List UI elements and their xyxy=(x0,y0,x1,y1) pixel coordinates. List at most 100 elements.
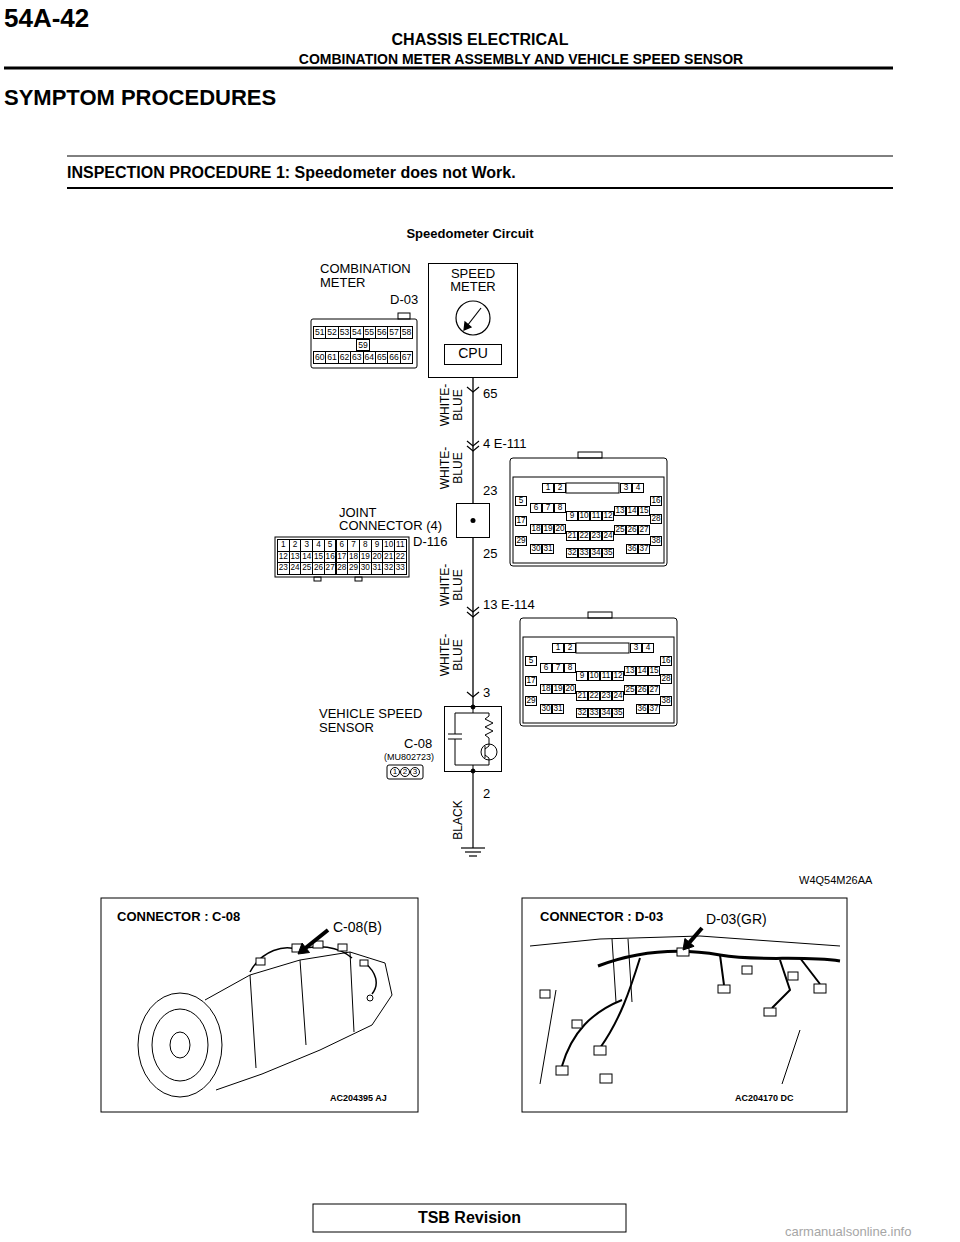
pin-cell: 23 xyxy=(600,691,612,702)
speed-sensor-symbol xyxy=(448,734,462,735)
pin-cell: 9 xyxy=(566,511,578,522)
pin-cell: 57 xyxy=(387,326,400,339)
page-rule xyxy=(4,68,893,188)
pin-cell: 36 xyxy=(636,704,648,715)
connector-outline xyxy=(311,319,417,368)
ground-symbol xyxy=(465,851,481,852)
section-title: CHASSIS ELECTRICAL xyxy=(330,31,630,49)
pin-cell: 35 xyxy=(612,708,624,719)
pin-cell: 20 xyxy=(554,524,566,535)
transmission-illustration xyxy=(250,947,376,994)
transmission-illustration xyxy=(360,960,368,966)
pin-cell: 8 xyxy=(554,503,566,514)
speed-sensor-symbol xyxy=(455,713,456,734)
pin-cell: 14 xyxy=(636,666,648,677)
connector-id: C-08 xyxy=(404,737,432,751)
pointer-arrow xyxy=(683,939,694,951)
photo-frame xyxy=(522,898,847,1112)
pin-number: 3 xyxy=(483,685,490,700)
pin-cell: 27 xyxy=(638,525,650,536)
watermark: carmanualsonline.info xyxy=(785,1224,911,1239)
pin-number: 65 xyxy=(483,386,497,401)
pin-cell: 2 xyxy=(554,483,566,494)
pin-cell: 28 xyxy=(650,514,662,525)
pin-cell: 6 xyxy=(540,663,552,674)
figure-code: AC204395 AJ xyxy=(330,1093,387,1103)
dashboard-illustration xyxy=(814,984,826,993)
pin-cell: 33 xyxy=(578,548,590,559)
dashboard-illustration xyxy=(600,1074,612,1083)
pin-number: 25 xyxy=(483,546,497,561)
pin-cell: 32 xyxy=(566,548,578,559)
pin-cell: 12 xyxy=(602,511,614,522)
pin-cell: 26 xyxy=(636,685,648,696)
pin-cell: 24 xyxy=(602,531,614,542)
connector-outline xyxy=(275,537,409,577)
pin-cell: 31 xyxy=(552,704,564,715)
transmission-illustration xyxy=(138,993,222,1097)
speed-sensor-symbol xyxy=(473,707,474,713)
connector-outline xyxy=(275,313,677,779)
pin-cell: 58 xyxy=(400,326,413,339)
pin-cell: 5 xyxy=(525,656,537,667)
pin-cell: 25 xyxy=(614,525,626,536)
pin-cell: 66 xyxy=(387,351,400,364)
ground-symbol xyxy=(461,847,485,848)
figure-code: W4Q54M26AA xyxy=(799,874,872,887)
pin-cell: 29 xyxy=(525,696,537,707)
heading: SYMPTOM PROCEDURES xyxy=(4,85,276,110)
pin-cell: 19 xyxy=(542,524,554,535)
pin-cell: 12 xyxy=(612,671,624,682)
pin-cell: 18 xyxy=(540,684,552,695)
joint-dot xyxy=(471,518,476,523)
meter-box: SPEED METER CPU xyxy=(428,263,518,378)
transmission-illustration xyxy=(256,958,265,965)
pin-cell: 32 xyxy=(576,708,588,719)
figure-code: AC204170 DC xyxy=(735,1093,794,1103)
pointer-arrow xyxy=(690,928,703,942)
pin-cell: 14 xyxy=(626,506,638,517)
pin-cell: 29 xyxy=(515,536,527,547)
pin-cell: 17 xyxy=(515,516,527,527)
pin-cell: 22 xyxy=(578,531,590,542)
pin-cell: 3 xyxy=(630,643,642,654)
part-number: (MU802723) xyxy=(384,752,434,762)
procedure-title: INSPECTION PROCEDURE 1: Speedometer does… xyxy=(67,164,516,182)
gauge-symbol xyxy=(456,301,490,335)
connector-outline xyxy=(588,612,612,618)
pin-cell: 13 xyxy=(614,506,626,517)
pin-cell: 38 xyxy=(660,696,672,707)
dashboard-illustration xyxy=(540,990,550,998)
connector-outline xyxy=(355,577,362,581)
component-name: CPU xyxy=(445,345,501,361)
pin-cell: 38 xyxy=(650,536,662,547)
pin-cell: 1 xyxy=(542,483,554,494)
panel-title: CONNECTOR : C-08 xyxy=(117,909,240,924)
pin-cell: 10 xyxy=(588,671,600,682)
component-name: SPEED METER xyxy=(434,267,512,293)
speed-sensor-symbol xyxy=(455,739,456,765)
pin-cell: 52 xyxy=(325,326,338,339)
connector-outline xyxy=(523,637,674,723)
page-number: 54A-42 xyxy=(4,3,89,33)
gauge-symbol xyxy=(456,301,490,335)
gauge-symbol xyxy=(464,322,471,330)
pin-cell: 37 xyxy=(648,704,660,715)
pin-cell: 16 xyxy=(650,496,662,507)
transmission-illustration xyxy=(338,944,347,951)
pin-cell: 1 xyxy=(390,767,400,777)
pin-cell: 28 xyxy=(660,674,672,685)
connector-pin: 4 E-111 xyxy=(483,436,527,451)
wire-color: WHITE-BLUE xyxy=(439,379,465,431)
dashboard-illustration xyxy=(594,1046,606,1055)
pin-cell: 18 xyxy=(530,524,542,535)
pin-cell: 22 xyxy=(588,691,600,702)
pin-cell: 53 xyxy=(338,326,351,339)
connector-id: D-03 xyxy=(390,292,418,307)
pin-cell: 62 xyxy=(338,351,351,364)
pin-cell: 54 xyxy=(350,326,363,339)
photo-frame xyxy=(313,1204,626,1232)
cpu-box: CPU xyxy=(444,344,502,365)
pin-cell: 63 xyxy=(350,351,363,364)
